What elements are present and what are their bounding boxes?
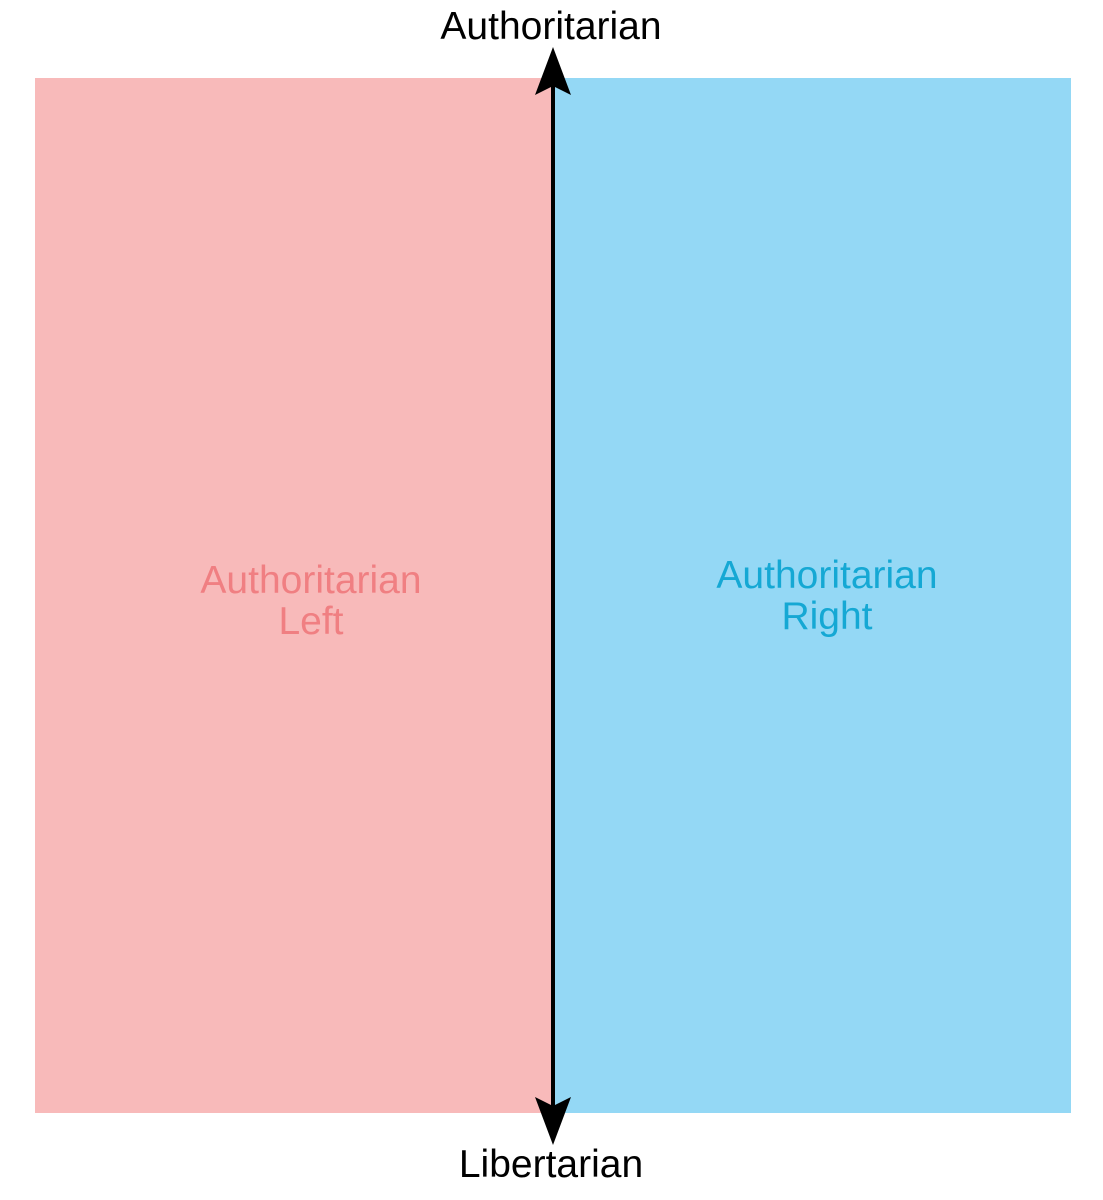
quadrant-label-right: Authoritarian Right bbox=[627, 555, 1027, 637]
axis-label-libertarian: Libertarian bbox=[458, 1143, 644, 1186]
quadrant-authoritarian-right: Authoritarian Right bbox=[553, 78, 1071, 1113]
quadrant-right-line2: Right bbox=[781, 595, 873, 638]
arrow-up-icon bbox=[535, 47, 571, 95]
quadrant-left-line1: Authoritarian bbox=[200, 559, 422, 602]
quadrant-authoritarian-left: Authoritarian Left bbox=[35, 78, 553, 1113]
quadrant-label-left: Authoritarian Left bbox=[111, 560, 511, 642]
quadrant-left-line2: Left bbox=[278, 600, 344, 643]
quadrant-right-line1: Authoritarian bbox=[716, 554, 938, 597]
arrow-down-icon bbox=[535, 1097, 571, 1145]
axis-label-authoritarian: Authoritarian bbox=[440, 5, 662, 48]
